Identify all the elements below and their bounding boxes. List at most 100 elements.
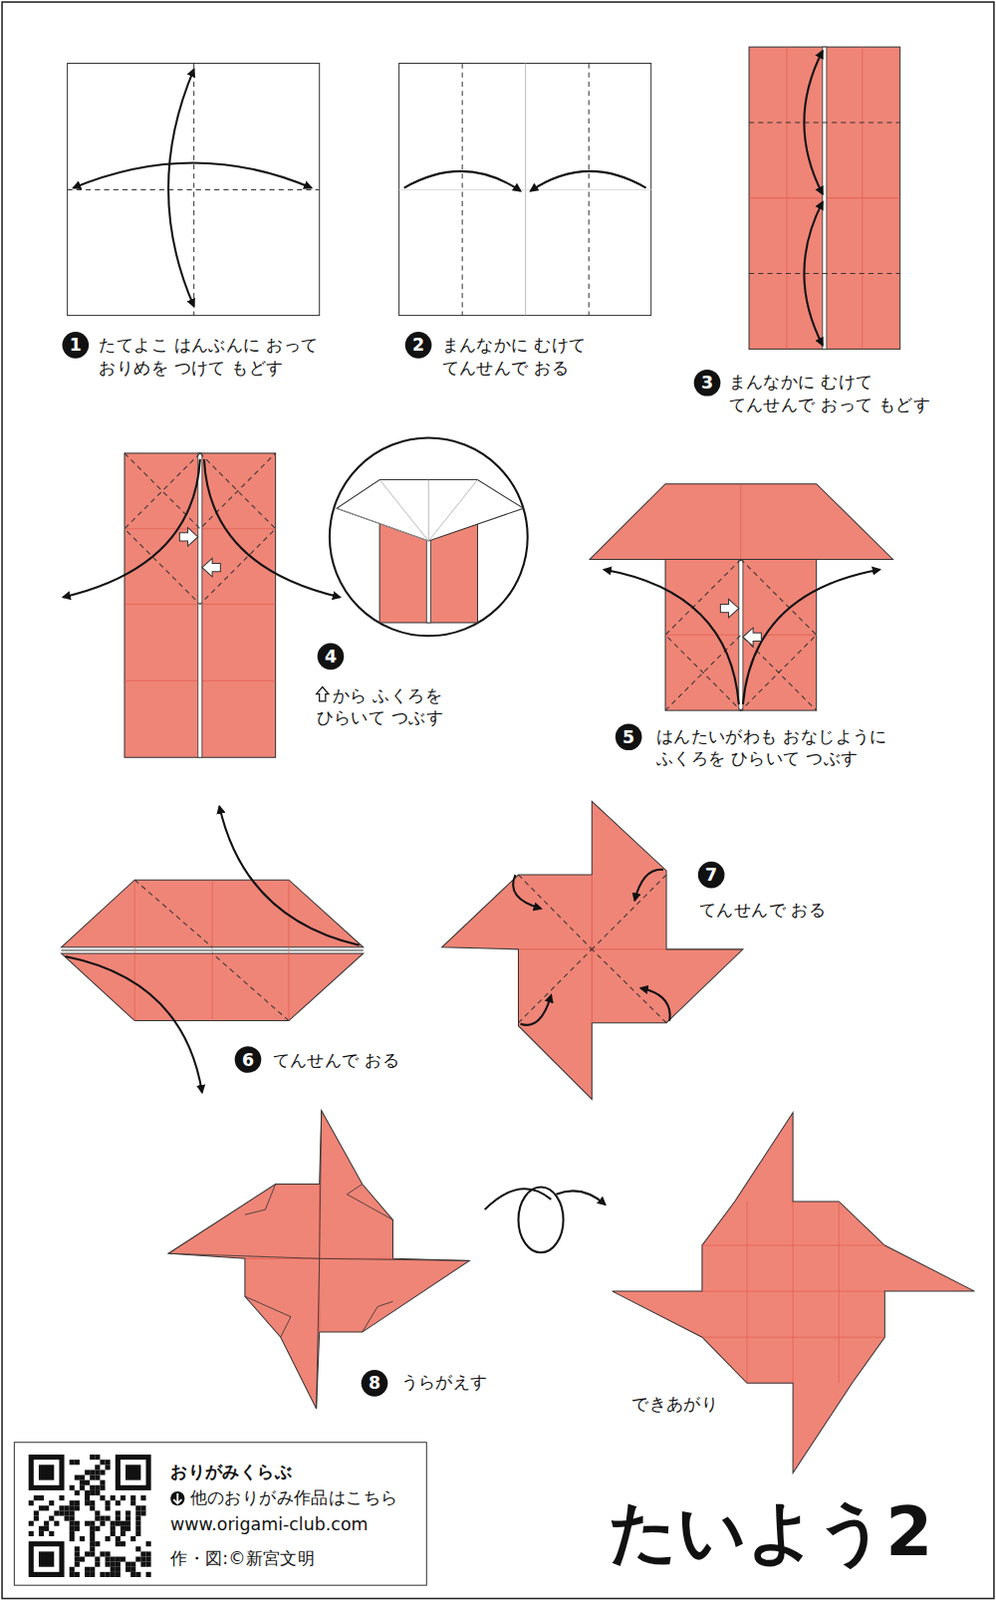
instruction-text: うらがえす bbox=[401, 1370, 544, 1394]
drawing-stroke bbox=[94, 1515, 100, 1521]
drawing-stroke bbox=[399, 189, 652, 191]
drawing-stroke bbox=[33, 1545, 60, 1572]
drawing-stroke bbox=[115, 1520, 121, 1526]
drawing-stroke bbox=[202, 557, 221, 576]
drawing-stroke bbox=[785, 46, 787, 349]
drawing-stroke bbox=[99, 1459, 105, 1465]
drawing-stroke bbox=[120, 1459, 147, 1486]
drawing-stroke bbox=[329, 438, 528, 637]
drawing-stroke bbox=[94, 1454, 100, 1460]
drawing-stroke bbox=[245, 1184, 394, 1333]
drawing-stroke bbox=[65, 956, 203, 1092]
drawing-stroke bbox=[140, 1550, 146, 1556]
instruction-text: てんせんで おる bbox=[272, 1047, 437, 1071]
drawing-stroke bbox=[462, 63, 464, 316]
drawing-stroke bbox=[198, 453, 203, 757]
drawing-stroke bbox=[94, 1525, 100, 1531]
drawing-stroke bbox=[115, 1535, 121, 1541]
drawing-stroke bbox=[99, 1469, 105, 1475]
drawing-stroke bbox=[79, 1475, 85, 1481]
drawing-stroke bbox=[63, 459, 201, 597]
drawing-stroke bbox=[38, 1550, 54, 1566]
drawing-stroke bbox=[130, 1494, 136, 1500]
drawing-stroke bbox=[13, 1442, 427, 1585]
drawing-stroke bbox=[69, 1571, 75, 1577]
drawing-stroke bbox=[135, 1520, 141, 1526]
drawing-stroke bbox=[74, 1525, 80, 1531]
drawing-stroke bbox=[84, 1494, 90, 1500]
step-number: 6 bbox=[235, 1045, 262, 1073]
drawing-stroke bbox=[517, 874, 667, 1023]
drawing-stroke bbox=[89, 1504, 95, 1510]
drawing-stroke bbox=[135, 1525, 141, 1531]
step6-figure bbox=[60, 805, 363, 1092]
drawing-stroke bbox=[99, 1515, 105, 1521]
drawing-stroke bbox=[105, 1499, 111, 1505]
drawing-stroke bbox=[517, 874, 667, 1023]
drawing-stroke bbox=[130, 1561, 136, 1567]
drawing-stroke bbox=[170, 1491, 185, 1505]
drawing-stroke bbox=[89, 1550, 95, 1556]
drawing-stroke bbox=[69, 1515, 75, 1521]
drawing-stroke bbox=[69, 1525, 75, 1531]
drawing-stroke bbox=[105, 1550, 111, 1556]
step2-figure bbox=[399, 63, 652, 316]
drawing-stroke bbox=[140, 1561, 146, 1567]
drawing-stroke bbox=[125, 1566, 131, 1572]
drawing-stroke bbox=[105, 1459, 111, 1465]
drawing-stroke bbox=[125, 1515, 131, 1521]
drawing-stroke bbox=[168, 1110, 470, 1409]
drawing-stroke bbox=[803, 202, 822, 345]
drawing-stroke bbox=[110, 1555, 116, 1561]
drawing-stroke bbox=[134, 879, 289, 1020]
drawing-stroke bbox=[115, 1555, 121, 1561]
drawing-stroke bbox=[74, 1571, 80, 1577]
drawing-stroke bbox=[245, 1184, 394, 1338]
drawing-stroke bbox=[110, 1571, 116, 1577]
drawing-stroke bbox=[38, 1504, 44, 1510]
step-number: 7 bbox=[698, 861, 726, 889]
drawing-stroke bbox=[140, 1494, 146, 1500]
drawing-stroke bbox=[130, 1535, 136, 1541]
drawing-stroke bbox=[135, 1504, 141, 1510]
drawing-stroke bbox=[140, 1555, 146, 1561]
drawing-stroke bbox=[140, 1504, 146, 1510]
drawing-stroke bbox=[89, 1469, 95, 1475]
drawing-stroke bbox=[748, 272, 901, 274]
step4-figure bbox=[63, 438, 528, 758]
drawing-stroke bbox=[67, 189, 320, 191]
drawing-stroke bbox=[665, 558, 817, 711]
drawing-stroke bbox=[89, 1525, 95, 1531]
drawing-stroke bbox=[105, 1561, 111, 1567]
diagram-title: たいよう2 bbox=[608, 1492, 934, 1574]
drawing-stroke bbox=[743, 627, 761, 646]
drawing-stroke bbox=[89, 1475, 95, 1481]
drawing-stroke bbox=[702, 1201, 885, 1383]
drawing-stroke bbox=[530, 171, 647, 192]
drawing-stroke bbox=[69, 1509, 75, 1515]
drawing-stroke bbox=[146, 1571, 152, 1577]
drawing-stroke bbox=[99, 1494, 105, 1500]
drawing-stroke bbox=[110, 1566, 116, 1572]
drawing-stroke bbox=[94, 1509, 100, 1515]
drawing-stroke bbox=[115, 1566, 121, 1572]
drawing-stroke bbox=[105, 1571, 111, 1577]
drawing-stroke bbox=[135, 1509, 141, 1515]
drawing-stroke bbox=[822, 46, 827, 349]
drawing-stroke bbox=[48, 1515, 54, 1521]
drawing-stroke bbox=[43, 1525, 49, 1531]
drawing-stroke bbox=[404, 171, 521, 192]
drawing-stroke bbox=[89, 1530, 95, 1536]
drawing-stroke bbox=[120, 1494, 126, 1500]
drawing-stroke bbox=[43, 1520, 49, 1526]
drawing-stroke bbox=[64, 1515, 70, 1521]
author-credit: 作・図:©新宮文明 bbox=[170, 1545, 416, 1569]
drawing-stroke bbox=[125, 1509, 131, 1515]
drawing-stroke bbox=[110, 1520, 116, 1526]
drawing-stroke bbox=[94, 1475, 100, 1481]
drawing-stroke bbox=[168, 1110, 470, 1409]
drawing-stroke bbox=[110, 1561, 116, 1567]
drawing-stroke bbox=[53, 1520, 59, 1526]
drawing-stroke bbox=[94, 1469, 100, 1475]
drawing-stroke bbox=[84, 1566, 90, 1572]
